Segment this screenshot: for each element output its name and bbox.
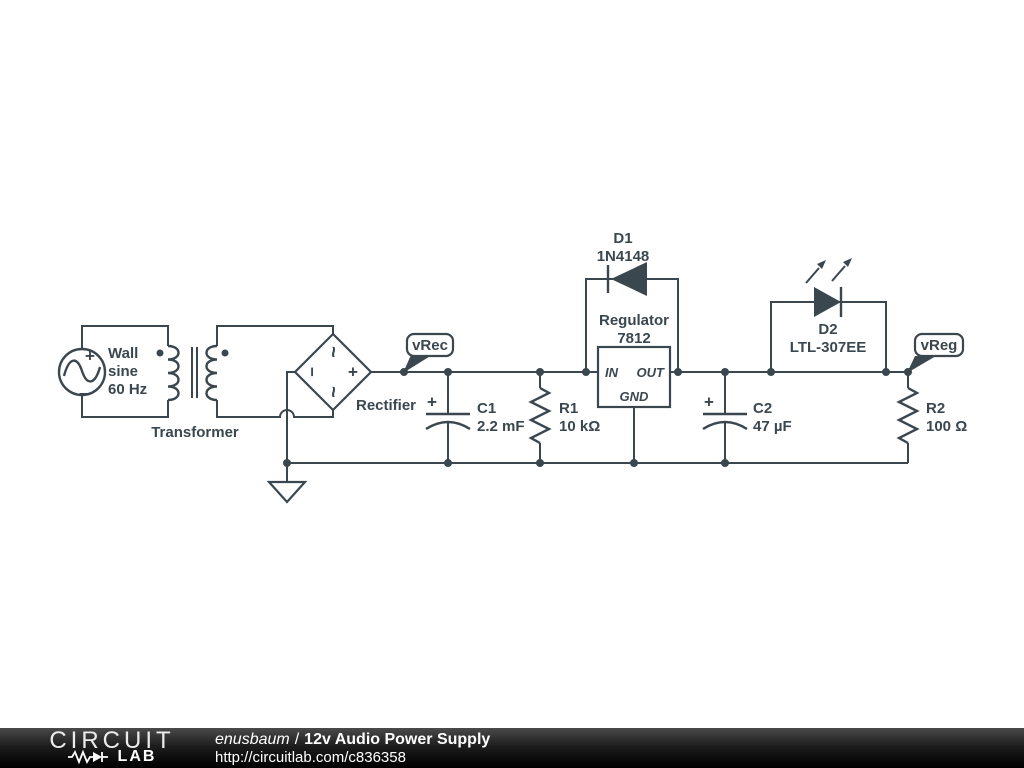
schematic-canvas: + − Wall sine 60 Hz Transformer ~ ~ − + … bbox=[57, 230, 967, 504]
led-d2: D2 LTL-307EE bbox=[770, 258, 887, 372]
secondary-phase-dot bbox=[221, 349, 229, 357]
r1-zigzag bbox=[528, 386, 552, 445]
vrec-callout-box bbox=[405, 332, 455, 358]
r1-name: R1 bbox=[559, 400, 578, 417]
wire-primary-bottom bbox=[81, 395, 169, 418]
vreg-callout-pointer bbox=[907, 356, 936, 373]
arrow-shaft bbox=[805, 267, 820, 284]
c2-polarity-plus: + bbox=[704, 393, 714, 412]
source-label-line3: 60 Hz bbox=[108, 381, 147, 398]
source-circle bbox=[57, 347, 107, 397]
wire-primary-top bbox=[81, 325, 169, 349]
source-minus-sign: − bbox=[79, 385, 89, 404]
capacitor-c2: + C2 47 µF bbox=[702, 372, 792, 463]
rectifier-diamond bbox=[293, 332, 373, 412]
transformer-label: Transformer bbox=[151, 424, 239, 441]
sine-wave-icon bbox=[62, 359, 102, 383]
logo-resistor-diode-icon bbox=[67, 749, 108, 765]
led-emission-arrow-1 bbox=[805, 260, 826, 284]
rectifier-ac-bottom-symbol: ~ bbox=[322, 386, 344, 398]
r2-name: R2 bbox=[926, 400, 945, 417]
capacitor-c1: + C1 2.2 mF bbox=[425, 372, 525, 463]
probe-vreg: vReg bbox=[907, 332, 965, 373]
circuit-title: 12v Audio Power Supply bbox=[304, 730, 491, 748]
c1-value: 2.2 mF bbox=[477, 418, 525, 435]
primary-phase-dot bbox=[156, 349, 164, 357]
r2-value: 100 Ω bbox=[926, 418, 967, 435]
vreg-label: vReg bbox=[921, 337, 958, 354]
d1-name: D1 bbox=[613, 230, 632, 247]
c2-name: C2 bbox=[753, 400, 772, 417]
source-plus-sign: + bbox=[85, 347, 95, 366]
transformer-core bbox=[191, 347, 198, 398]
c1-name: C1 bbox=[477, 400, 496, 417]
c1-polarity-plus: + bbox=[427, 393, 437, 412]
rectifier-ac-top-symbol: ~ bbox=[322, 346, 344, 358]
wire-secondary-bottom-with-hop bbox=[216, 400, 334, 418]
ground-triangle bbox=[266, 480, 308, 504]
diode-d1: D1 1N4148 bbox=[585, 230, 679, 372]
source-label-line1: Wall bbox=[108, 345, 138, 362]
d2-triangle bbox=[814, 287, 841, 317]
regulator-7812: Regulator 7812 IN OUT GND bbox=[596, 312, 672, 463]
voltage-source: + − Wall sine 60 Hz bbox=[57, 325, 169, 418]
regulator-part: 7812 bbox=[617, 330, 650, 347]
probe-vrec: vRec bbox=[403, 332, 455, 373]
regulator-pin-gnd: GND bbox=[620, 389, 650, 404]
arrow-head bbox=[817, 260, 826, 269]
r2-zigzag bbox=[896, 386, 920, 445]
vreg-callout-box bbox=[913, 332, 965, 358]
c2-value: 47 µF bbox=[753, 418, 792, 435]
vrec-callout-pointer bbox=[403, 355, 432, 373]
vrec-label: vRec bbox=[412, 337, 448, 354]
logo-lab-text: LAB bbox=[117, 748, 157, 765]
circuitlab-logo: CIRCUIT LAB bbox=[45, 727, 179, 766]
footer-meta: enusbaum/12v Audio Power Supply http://c… bbox=[215, 731, 490, 766]
logo-row2: LAB bbox=[67, 748, 157, 766]
separator: / bbox=[294, 730, 300, 748]
bridge-rectifier: ~ ~ − + Rectifier bbox=[286, 332, 416, 463]
logo-circuit-text: CIRCUIT bbox=[49, 727, 175, 754]
regulator-box bbox=[596, 345, 672, 409]
footer-title-line: enusbaum/12v Audio Power Supply bbox=[215, 731, 490, 749]
resistor-r1: R1 10 kΩ bbox=[528, 372, 600, 463]
rectifier-label: Rectifier bbox=[356, 397, 416, 414]
wire-rectifier-minus-to-ground bbox=[286, 371, 295, 463]
wire-secondary-top bbox=[216, 325, 334, 346]
transformer: Transformer bbox=[151, 344, 239, 441]
d1-triangle bbox=[611, 262, 647, 296]
source-label-line2: sine bbox=[108, 363, 138, 380]
primary-coil bbox=[167, 344, 180, 402]
arrow-head bbox=[843, 258, 852, 267]
footer-bar: CIRCUIT LAB enusbaum/12v Audio Power Sup… bbox=[0, 728, 1024, 768]
arrow-shaft bbox=[831, 265, 846, 282]
rectifier-minus-symbol: − bbox=[303, 367, 322, 377]
led-emission-arrow-2 bbox=[831, 258, 852, 282]
r1-value: 10 kΩ bbox=[559, 418, 600, 435]
d2-value: LTL-307EE bbox=[790, 339, 866, 356]
c1-plate-bottom bbox=[425, 420, 471, 431]
circuit-url: http://circuitlab.com/c836358 bbox=[215, 748, 406, 766]
resistor-r2: R2 100 Ω bbox=[896, 372, 967, 463]
d1-value: 1N4148 bbox=[597, 248, 650, 265]
ground-symbol bbox=[266, 463, 308, 504]
c2-plate-bottom bbox=[702, 420, 748, 431]
d2-name: D2 bbox=[818, 321, 837, 338]
junction-dots bbox=[283, 368, 912, 467]
author-name: enusbaum bbox=[215, 730, 290, 748]
secondary-coil bbox=[205, 344, 218, 402]
regulator-pin-out: OUT bbox=[637, 365, 666, 380]
rectifier-plus-symbol: + bbox=[348, 363, 358, 382]
regulator-name: Regulator bbox=[599, 312, 669, 329]
regulator-pin-in: IN bbox=[605, 365, 619, 380]
